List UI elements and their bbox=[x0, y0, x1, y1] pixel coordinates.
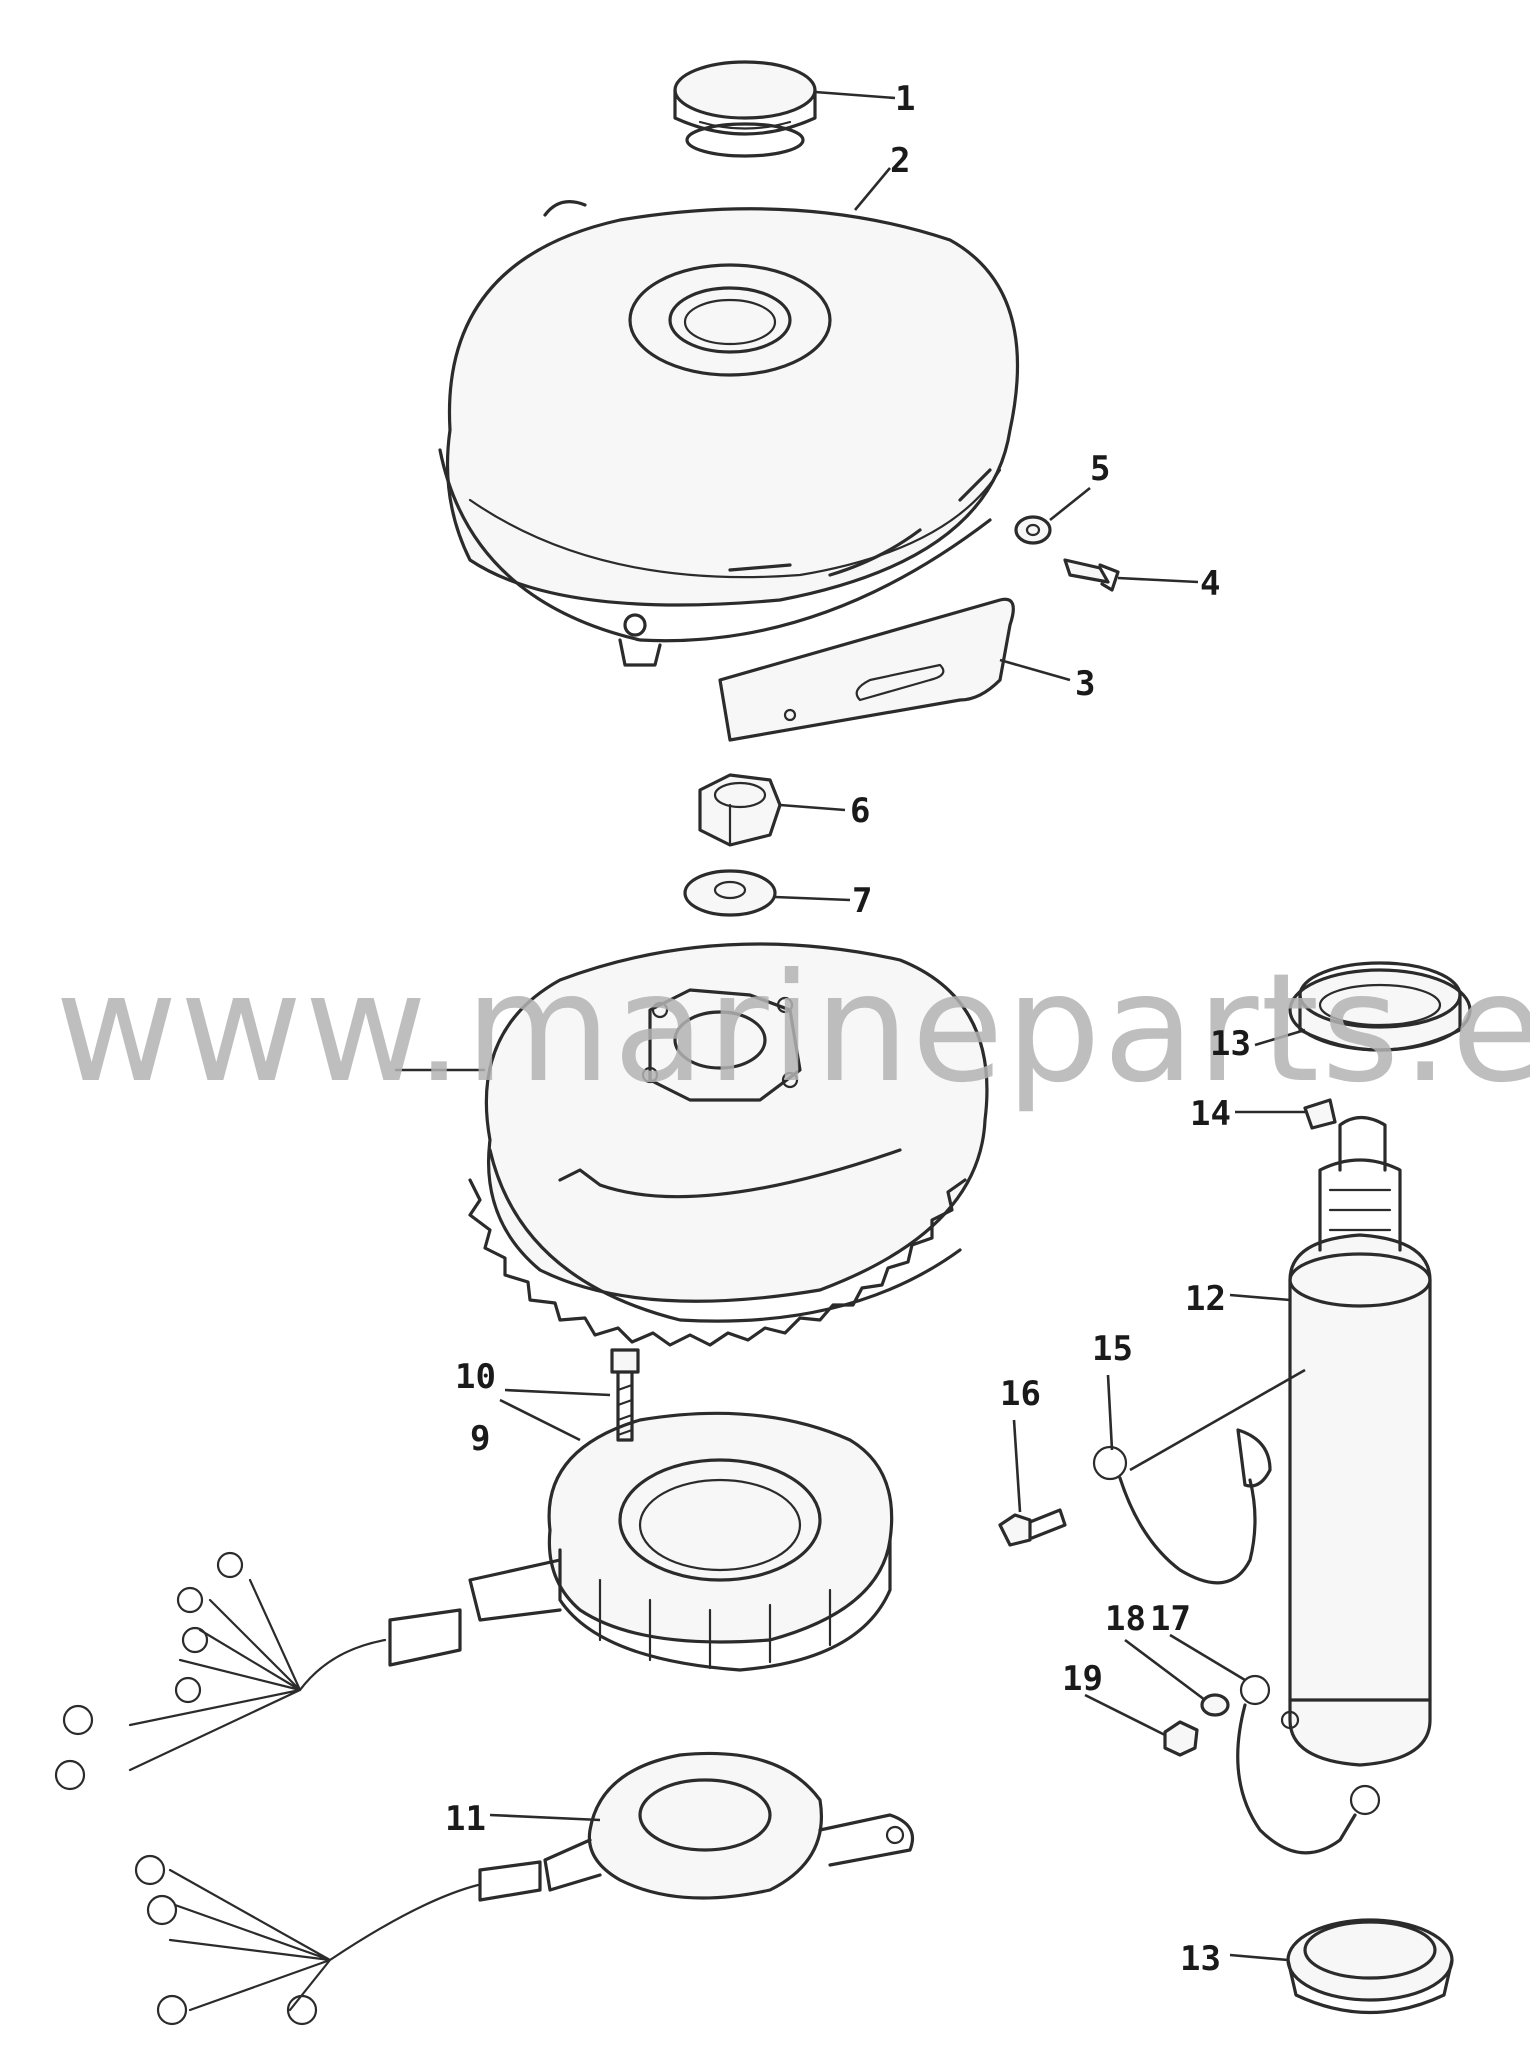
part-12-starter bbox=[1280, 1115, 1432, 1767]
part-17-ground-cable bbox=[1236, 1674, 1381, 1855]
part-18-washer bbox=[1200, 1693, 1230, 1717]
callout-4: 4 bbox=[1200, 564, 1220, 604]
callout-3: 3 bbox=[1075, 664, 1095, 704]
part-8-flywheel bbox=[468, 942, 989, 1347]
part-11-trigger bbox=[134, 1751, 915, 2026]
part-3-bracket bbox=[718, 597, 1015, 742]
callout-2: 2 bbox=[890, 141, 910, 181]
part-13-ring-bottom bbox=[1286, 1918, 1454, 2014]
part-6-nut bbox=[698, 773, 782, 847]
callout-18: 18 bbox=[1105, 1599, 1146, 1639]
callout-7: 7 bbox=[852, 881, 872, 921]
callout-14: 14 bbox=[1190, 1094, 1231, 1134]
callout-15: 15 bbox=[1092, 1329, 1133, 1369]
callout-17: 17 bbox=[1150, 1599, 1191, 1639]
part-2-flywheel-cover bbox=[438, 200, 1020, 667]
part-13-ring-top bbox=[1288, 961, 1472, 1052]
callouts: 1 2 3 4 5 6 7 9 10 11 12 13 13 14 15 16 … bbox=[445, 79, 1251, 1979]
callout-6: 6 bbox=[850, 791, 870, 831]
callout-1: 1 bbox=[895, 79, 915, 119]
part-15-cable bbox=[1092, 1428, 1272, 1585]
part-19-nut bbox=[1163, 1720, 1199, 1757]
callout-13-top: 13 bbox=[1210, 1024, 1251, 1064]
callout-19: 19 bbox=[1062, 1659, 1103, 1699]
part-5-washer bbox=[1014, 515, 1052, 545]
part-1-cap bbox=[673, 60, 817, 158]
watermark: www.marineparts.eu bbox=[55, 942, 1530, 1116]
callout-16: 16 bbox=[1000, 1374, 1041, 1414]
callout-11: 11 bbox=[445, 1799, 486, 1839]
callout-9: 9 bbox=[470, 1419, 490, 1459]
part-14-terminal bbox=[1303, 1098, 1337, 1130]
part-7-washer bbox=[683, 869, 777, 917]
part-4-screw bbox=[1063, 558, 1120, 592]
part-10-bolt bbox=[610, 1348, 640, 1442]
callout-12: 12 bbox=[1185, 1279, 1226, 1319]
leader-lines bbox=[395, 90, 1306, 1962]
part-16-bolt bbox=[998, 1508, 1067, 1547]
part-9-stator bbox=[54, 1411, 894, 1791]
callout-10: 10 bbox=[455, 1357, 496, 1397]
callout-13-bottom: 13 bbox=[1180, 1939, 1221, 1979]
callout-5: 5 bbox=[1090, 449, 1110, 489]
